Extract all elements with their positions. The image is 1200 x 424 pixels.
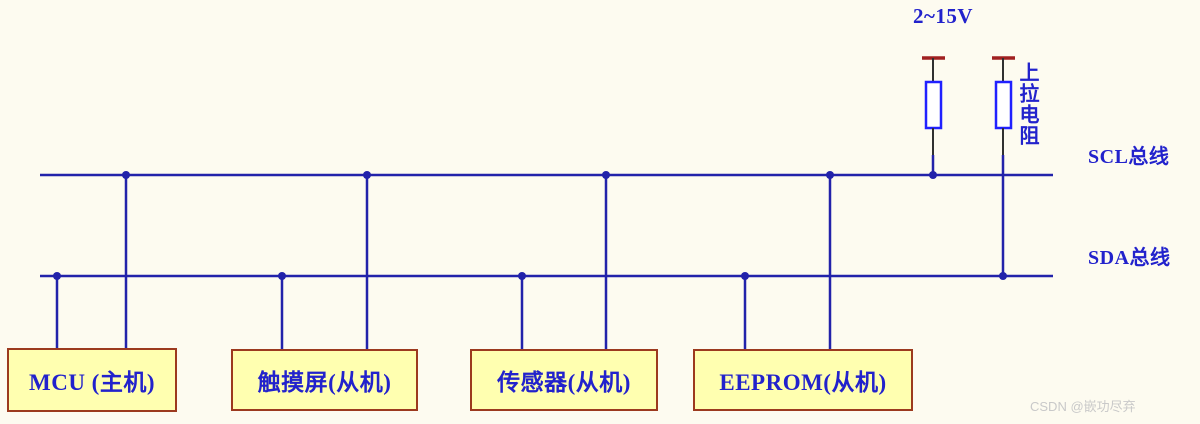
junction-dot-sensor-sda — [518, 272, 526, 280]
device-label-mcu: MCU (主机) — [29, 370, 155, 395]
device-label-eeprom: EEPROM(从机) — [719, 370, 887, 395]
pullup-resistor-sda — [992, 56, 1015, 276]
junction-dots — [53, 171, 1007, 280]
bus-lines — [40, 173, 1053, 278]
junction-dot-mcu-sda — [53, 272, 61, 280]
junction-dot-touchscreen-sda — [278, 272, 286, 280]
sda-resistor-body — [994, 80, 1013, 130]
supply-voltage-label: 2~15V — [913, 4, 974, 28]
device-label-touchscreen: 触摸屏(从机) — [257, 370, 392, 395]
junction-dot-touchscreen-scl — [363, 171, 371, 179]
junction-dot-eeprom-scl — [826, 171, 834, 179]
junction-dot-mcu-scl — [122, 171, 130, 179]
pullup-resistor-scl — [922, 56, 945, 175]
scl-resistor-body — [924, 80, 943, 130]
junction-dot-eeprom-sda — [741, 272, 749, 280]
junction-dot-sensor-scl — [602, 171, 610, 179]
csdn-watermark: CSDN @嵌功尽弃 — [1030, 399, 1136, 414]
device-box-sensor[interactable]: 传感器(从机) — [470, 349, 658, 411]
scl-bus-label: SCL总线 — [1088, 146, 1170, 168]
device-label-sensor: 传感器(从机) — [497, 370, 631, 395]
device-box-mcu[interactable]: MCU (主机) — [7, 348, 177, 412]
device-drop-wires — [55, 175, 832, 349]
device-box-touchscreen[interactable]: 触摸屏(从机) — [231, 349, 418, 411]
pullup-resistor-label: 上拉电阻 — [1016, 62, 1038, 146]
device-box-eeprom[interactable]: EEPROM(从机) — [693, 349, 913, 411]
sda-bus-label: SDA总线 — [1088, 247, 1171, 269]
